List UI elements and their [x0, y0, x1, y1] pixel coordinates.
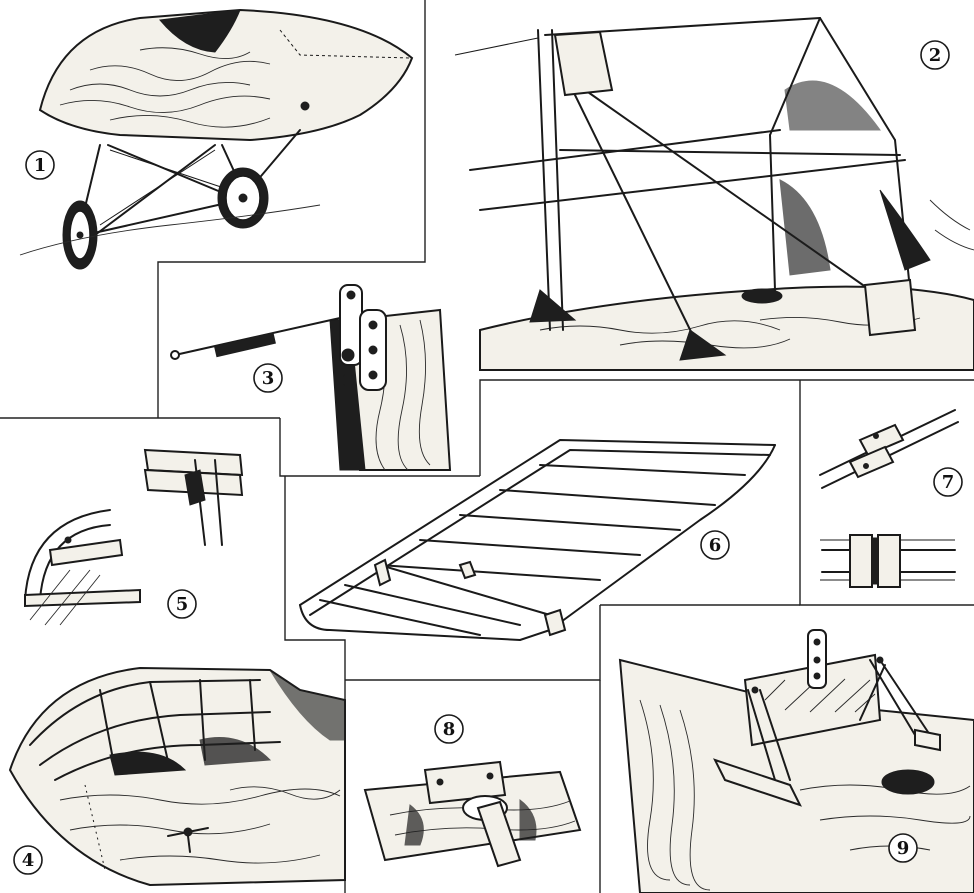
panel-1-label: 1 [34, 155, 47, 176]
panel-9-number: 9 [888, 833, 918, 863]
panel-8-label: 8 [443, 719, 456, 740]
panel-9-label: 9 [897, 838, 910, 859]
panel-6-wing-frame [299, 439, 776, 641]
panel-5-number: 5 [167, 589, 197, 619]
panel-6-label: 6 [709, 535, 722, 556]
panel-6-number: 6 [700, 530, 730, 560]
panel-8-spar-clamp [363, 760, 582, 868]
panel-4-nose-frame [8, 666, 346, 887]
panel-3-number: 3 [253, 363, 283, 393]
panel-5-label: 5 [176, 594, 189, 615]
panel-2-cabane-frame [454, 17, 974, 371]
panel-4-number: 4 [13, 845, 43, 875]
panel-7-label: 7 [942, 472, 955, 493]
panel-3-label: 3 [262, 368, 275, 389]
panel-7-splice-plates [819, 409, 959, 588]
panel-4-label: 4 [22, 850, 35, 871]
panel-3-wire-fitting [170, 284, 452, 471]
panel-1-number: 1 [25, 150, 55, 180]
panel-1-landing-gear [19, 8, 414, 270]
panel-8-number: 8 [434, 714, 464, 744]
panel-5-rib-joints [24, 448, 244, 626]
panel-9-seat-frame [618, 629, 974, 893]
panel-2-number: 2 [920, 40, 950, 70]
panel-2-label: 2 [929, 45, 942, 66]
panel-7-number: 7 [933, 467, 963, 497]
